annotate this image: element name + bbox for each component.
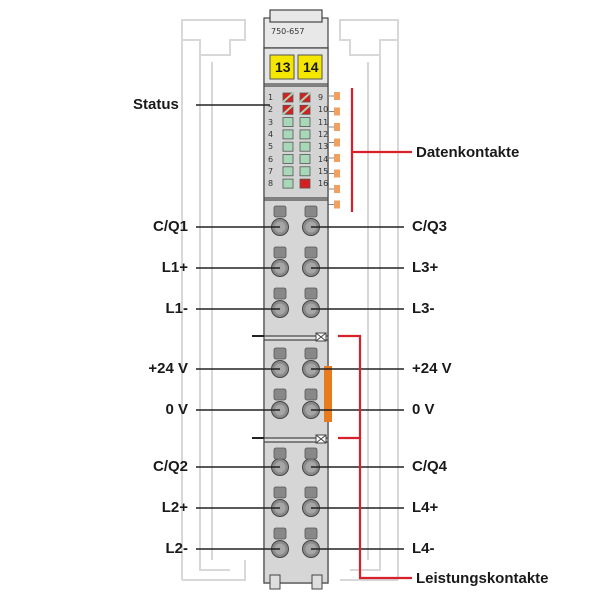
led-15	[299, 166, 311, 177]
power-contacts-bracket	[338, 334, 412, 580]
terminal-release-slot	[273, 347, 287, 360]
terminal-label-right: L3+	[412, 259, 439, 276]
data-contact-pin	[334, 185, 340, 193]
led-number-left: 5	[268, 142, 274, 152]
terminal-release-slot	[273, 205, 287, 218]
led-diagonal	[282, 92, 294, 103]
terminal-release-slot	[273, 246, 287, 259]
data-contacts-label: Datenkontakte	[416, 144, 520, 161]
led-diagonal	[299, 104, 311, 116]
data-contacts-bracket	[350, 88, 412, 212]
terminal-label-left: L2+	[161, 499, 188, 516]
terminal-release-slot	[304, 527, 318, 540]
data-contact-pin	[334, 107, 340, 116]
led-number-right: 14	[318, 154, 329, 164]
led-4	[282, 129, 294, 140]
terminal-label-left: C/Q2	[152, 458, 188, 475]
terminal-label-left: L1+	[161, 259, 188, 276]
terminal-label-right: 0 V	[412, 401, 435, 418]
data-contact-pin	[334, 200, 340, 209]
data-contact-pin	[334, 169, 340, 178]
terminal-release-slot	[273, 447, 287, 460]
status-label: Status	[133, 96, 179, 113]
data-contacts	[328, 92, 340, 209]
led-diagonal	[282, 104, 294, 116]
terminal-label-left: C/Q1	[152, 218, 188, 235]
led-number-right: 10	[318, 105, 329, 115]
marker-13-label: 13	[275, 59, 291, 75]
led-number-left: 1	[268, 93, 274, 102]
led-diagonal	[299, 92, 311, 103]
led-number-right: 13	[318, 142, 329, 152]
led-number-left: 6	[268, 154, 274, 164]
data-contact-pin	[334, 138, 340, 147]
led-group	[282, 92, 311, 189]
terminal-release-slot	[304, 388, 318, 401]
led-14	[299, 154, 311, 164]
led-number-right: 12	[318, 129, 329, 139]
marker-13	[269, 54, 295, 80]
led-7	[282, 166, 294, 177]
led-number-right: 16	[318, 179, 329, 189]
led-number-right: 11	[318, 117, 329, 127]
terminal-release-slot	[273, 527, 287, 540]
led-number-right: 9	[318, 93, 324, 102]
data-contact-pin	[334, 92, 340, 100]
led-16	[299, 178, 311, 189]
terminal-release-slot	[304, 447, 318, 460]
terminal-release-slot	[304, 486, 318, 499]
power-contacts-label: Leistungskontakte	[416, 570, 549, 587]
terminal-release-slot	[304, 246, 318, 259]
model-number: 750-657	[271, 27, 305, 36]
led-3	[282, 117, 294, 127]
terminal-label-left: L2-	[165, 540, 189, 557]
terminal-label-right: L4+	[412, 499, 439, 516]
led-number-right: 15	[318, 166, 329, 176]
terminal-label-left: +24 V	[148, 360, 188, 377]
led-number-left: 4	[268, 129, 274, 139]
terminal-label-left: L1-	[165, 300, 189, 317]
marker-14-label: 14	[303, 59, 319, 75]
terminal-release-slot	[273, 287, 287, 300]
terminal-label-right: C/Q4	[412, 458, 448, 475]
power-contact-bar	[324, 366, 332, 422]
led-13	[299, 141, 311, 152]
terminal-label-right: L4-	[412, 540, 435, 557]
marker-14	[297, 54, 323, 80]
data-contact-pin	[334, 154, 340, 162]
led-number-left: 2	[268, 105, 274, 115]
terminal-label-right: +24 V	[412, 360, 452, 377]
led-12	[299, 129, 311, 140]
led-5	[282, 141, 294, 152]
led-panel	[263, 85, 329, 199]
led-11	[299, 117, 311, 127]
terminal-release-slot	[304, 205, 318, 218]
terminal-release-slot	[273, 388, 287, 401]
led-number-left: 8	[268, 179, 274, 189]
terminal-label-right: C/Q3	[412, 218, 448, 235]
led-number-left: 7	[268, 166, 274, 176]
led-number-left: 3	[268, 117, 274, 127]
terminal-release-slot	[304, 347, 318, 360]
terminal-label-right: L3-	[412, 300, 435, 317]
terminal-release-slot	[304, 287, 318, 300]
led-6	[282, 154, 294, 164]
data-contact-pin	[334, 123, 340, 131]
terminal-release-slot	[273, 486, 287, 499]
terminal-label-left: 0 V	[165, 401, 188, 418]
led-8	[282, 178, 294, 189]
